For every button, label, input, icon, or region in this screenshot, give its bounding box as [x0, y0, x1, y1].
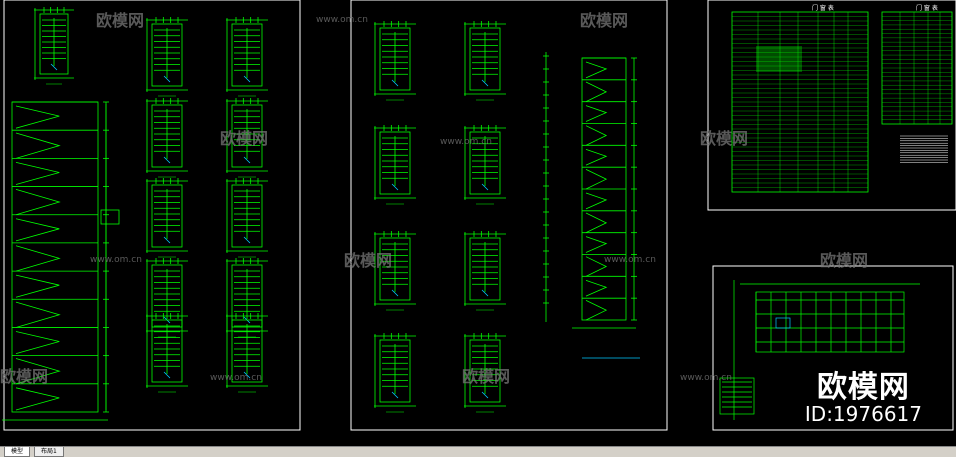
- stair-flight: [585, 168, 608, 190]
- stair-plan-outline: [151, 104, 183, 168]
- stair-flight: [585, 125, 608, 146]
- stair-flight: [585, 61, 608, 79]
- stair-flight: [585, 212, 608, 234]
- stair-arrow: [391, 183, 399, 191]
- stair-plan-outline: [231, 319, 263, 383]
- stair-flight: [15, 387, 60, 411]
- stair-flight: [15, 245, 61, 272]
- stair-flight: [15, 132, 61, 159]
- watermark-brand: 欧模网: [344, 251, 392, 270]
- stair-arrow: [163, 371, 171, 379]
- stair-flight: [15, 331, 60, 355]
- stair-plan-outline: [151, 319, 183, 383]
- middle-sheet-drawings: [374, 21, 640, 413]
- stair-flight: [585, 236, 608, 253]
- watermark-brand: 欧模网: [820, 251, 868, 270]
- brand-stamp-name: 欧模网: [816, 370, 910, 405]
- sheet-frame-middle: [350, 0, 668, 431]
- stair-flight: [585, 105, 608, 122]
- stair-flight: [585, 192, 608, 210]
- stair-flight: [15, 161, 60, 185]
- stair-plan-outline: [469, 339, 501, 403]
- stair-arrow: [391, 79, 399, 87]
- watermarks: 欧模网 www.om.cn 欧模网 欧模网 www.om.cn 欧模网 www.…: [0, 11, 868, 386]
- door-window-table: [731, 11, 953, 193]
- stair-arrow: [50, 63, 58, 71]
- stair-arrow: [481, 183, 489, 191]
- stair-plan-outline: [151, 184, 183, 248]
- stair-plan-outline: [231, 23, 263, 87]
- stair-arrow: [163, 236, 171, 244]
- stair-arrow: [163, 75, 171, 83]
- stair-flight: [585, 299, 608, 321]
- stair-flight: [15, 274, 60, 298]
- stair-flight: [15, 188, 61, 216]
- watermark-url: www.om.cn: [604, 255, 656, 265]
- sheet-frame-left: [3, 0, 301, 431]
- sheet-frames: [3, 0, 956, 431]
- stair-arrow: [481, 289, 489, 297]
- stair-plan-outline: [469, 27, 501, 91]
- watermark-url: www.om.cn: [680, 373, 732, 383]
- stair-arrow: [243, 236, 251, 244]
- watermark-url: www.om.cn: [316, 15, 368, 25]
- watermark-brand: 欧模网: [96, 11, 144, 30]
- table-highlight: [756, 46, 802, 72]
- brand-stamp: 欧模网 ID:1976617: [805, 362, 922, 426]
- watermark-brand: 欧模网: [462, 367, 510, 386]
- stair-plan-outline: [469, 237, 501, 301]
- stair-plan-outline: [469, 131, 501, 195]
- elevation-marker: [100, 209, 120, 225]
- layout-tab-bar: 模型 布局1: [0, 446, 956, 457]
- stair-flight: [15, 358, 61, 385]
- stair-arrow: [163, 156, 171, 164]
- table-title-1: 门 窗 表: [812, 4, 834, 12]
- stair-flight: [585, 148, 608, 166]
- stair-flight: [15, 301, 61, 328]
- plan-outline: [755, 291, 905, 353]
- sheet-frame-table: [707, 0, 956, 211]
- stair-arrow: [243, 371, 251, 379]
- cad-model-space[interactable]: 门 窗 表 门 窗 表 欧模网 www.om.cn 欧模网 欧模网 www.om…: [0, 0, 956, 446]
- plan-core: [775, 317, 791, 329]
- stair-arrow: [481, 391, 489, 399]
- stair-plan-outline: [231, 184, 263, 248]
- watermark-brand: 欧模网: [220, 129, 268, 148]
- sheet-frame-plan: [712, 265, 954, 431]
- stair-flight: [15, 105, 60, 129]
- left-sheet-drawings: [2, 7, 268, 421]
- watermark-url: www.om.cn: [90, 255, 142, 265]
- stair-flight: [15, 218, 60, 242]
- stair-plan-outline: [151, 23, 183, 87]
- table-title-2: 门 窗 表: [916, 4, 938, 12]
- stair-arrow: [481, 79, 489, 87]
- floor-plan: [719, 280, 920, 420]
- stair-plan-outline: [379, 27, 411, 91]
- stair-arrow: [243, 75, 251, 83]
- stair-arrow: [391, 391, 399, 399]
- stair-plan-outline: [379, 131, 411, 195]
- stair-flight: [585, 81, 608, 103]
- cad-drawing[interactable]: 门 窗 表 门 窗 表 欧模网 www.om.cn 欧模网 欧模网 www.om…: [0, 0, 956, 446]
- stair-plan-outline: [231, 104, 263, 168]
- watermark-brand: 欧模网: [700, 129, 748, 148]
- stair-plan-outline: [39, 13, 69, 75]
- stair-flight: [585, 279, 608, 297]
- stair-arrow: [243, 156, 251, 164]
- watermark-brand: 欧模网: [0, 367, 48, 386]
- brand-stamp-id: ID:1976617: [804, 402, 922, 426]
- stair-plan-outline: [379, 237, 411, 301]
- watermark-url: www.om.cn: [440, 137, 492, 147]
- stair-flight: [585, 256, 608, 277]
- stair-arrow: [391, 289, 399, 297]
- plan-detail: [719, 377, 755, 415]
- watermark-url: www.om.cn: [210, 373, 262, 383]
- watermark-brand: 欧模网: [580, 11, 628, 30]
- stair-plan-outline: [379, 339, 411, 403]
